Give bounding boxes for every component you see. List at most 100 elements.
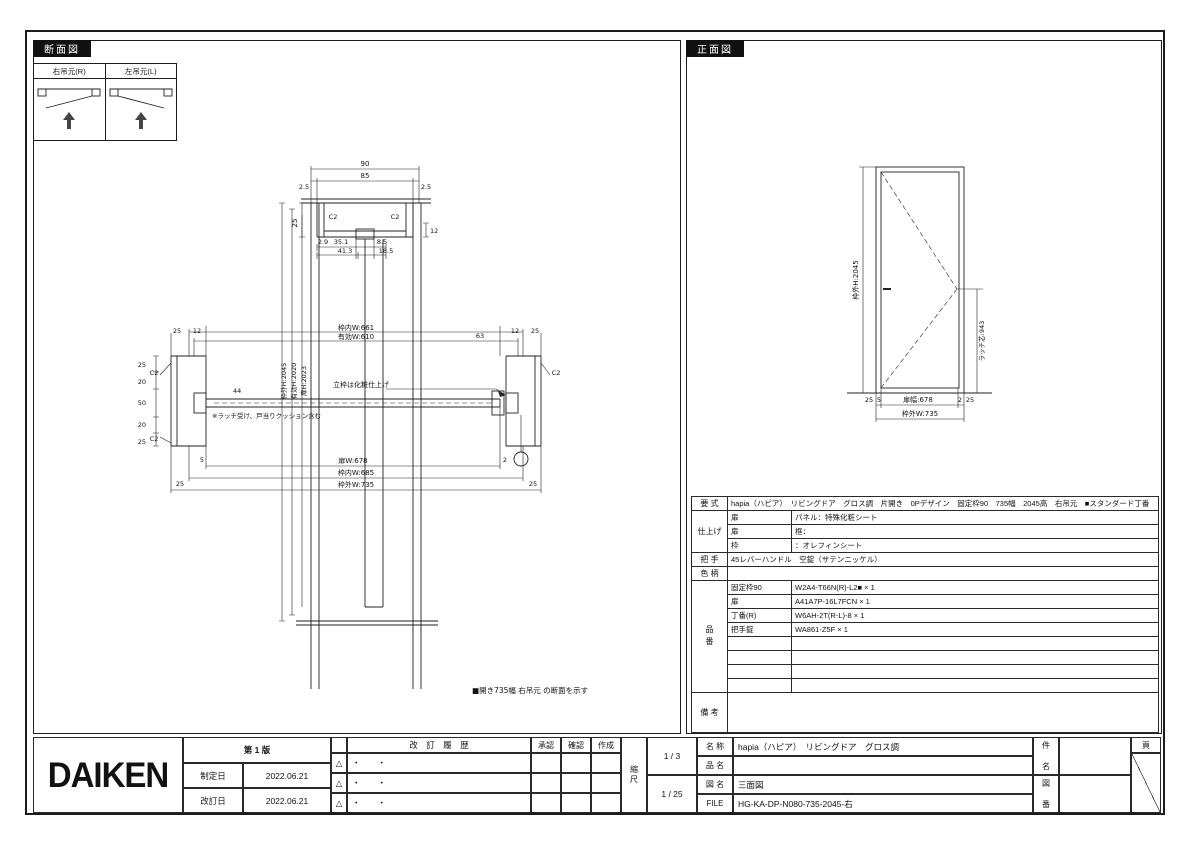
dim-2-5-left: 2.5 (299, 183, 309, 191)
dim-frame-outer-height: 枠外H:2045 (851, 260, 860, 299)
check-header: 確認 (561, 737, 591, 753)
daiken-logo: DAIKEN (47, 754, 170, 795)
hinge-direction-table: 右吊元(R) 左吊元(L) (33, 63, 177, 141)
dim-side-20a: 20 (138, 378, 146, 386)
approve-header: 承認 (531, 737, 561, 753)
spec-label-part-no: 品番 (691, 580, 728, 693)
plan-top-dimension-lines (170, 326, 542, 356)
door-stop-section (355, 228, 375, 240)
dim-25-right: 25 (966, 396, 974, 404)
right-jamb-stop-notch (505, 392, 519, 414)
dim-25-left: 25 (865, 396, 873, 404)
part-row-empty (727, 650, 792, 665)
create-cell-1 (591, 753, 621, 773)
finish-value-2: ：オレフィンシート (791, 538, 1159, 553)
name-value: hapia（ハピア） リビングドア グロス調 (733, 737, 1033, 756)
check-cell-2 (561, 773, 591, 793)
spec-label-type: 要 式 (691, 496, 728, 511)
hinge-right-diagram (37, 88, 101, 129)
enacted-date-value: 2022.06.21 (243, 763, 331, 788)
chamfer-c2-head-right: C2 (391, 213, 400, 221)
dim-18-5: 18.5 (379, 247, 393, 255)
scale-value-1: 1 / 3 (647, 737, 697, 775)
finish-part-1: 扉 (727, 524, 792, 539)
approve-cell-1 (531, 753, 561, 773)
front-view-panel: 枠外H:2045 ラッチ芯:943 25 5 扉幅:678 2 25 枠外W:7… (686, 40, 1162, 734)
latch-callout-circle (513, 451, 529, 467)
frame-note-arrowhead (498, 391, 506, 397)
dim-frame-inner-width-661: 枠内W:661 (338, 323, 374, 332)
check-cell-1 (561, 753, 591, 773)
file-label: FILE (697, 794, 733, 813)
finish-value-1: 框： (791, 524, 1159, 539)
frame-note-leader (386, 388, 505, 395)
dim-side-50: 50 (138, 399, 146, 407)
product-value (733, 756, 1033, 775)
revision-mark-1: △ (331, 753, 347, 773)
dim-effective-width-610: 有効W:610 (338, 332, 374, 341)
door-leaf-plan (206, 398, 501, 408)
drawing-number-value (1059, 775, 1131, 813)
chamfer-c2-head-left: C2 (329, 213, 338, 221)
plan-bottom-dimension-lines (170, 407, 542, 493)
front-dimension-lines (859, 166, 983, 422)
dim-63: 63 (476, 332, 484, 340)
dim-door-height: 扉H:2023 (299, 366, 308, 396)
subject-value (1059, 737, 1131, 775)
logo-cell: DAIKEN (33, 737, 183, 813)
handle-value: 45レバーハンドル 空錠（サテンニッケル） (727, 552, 1159, 567)
drawing-number-label: 図 番 (1033, 775, 1059, 813)
part-code-3: WA861-Z5F × 1 (791, 622, 1159, 637)
create-cell-2 (591, 773, 621, 793)
hinge-left-label: 左吊元(L) (104, 63, 177, 79)
dim-85: 85 (361, 172, 370, 180)
dim-5-gap: 5 (200, 456, 204, 464)
drawing-name-value: 三面図 (733, 775, 1033, 794)
spec-label-remarks: 備 考 (691, 692, 728, 733)
section-view-drawing: 90 2.5 85 2.5 25 12 C2 C2 2.9 35.1 8.5 4… (138, 160, 588, 695)
dim-side-20b: 20 (138, 421, 146, 429)
chamfer-c2-jamb-bottom: C2 (150, 435, 159, 443)
part-row-empty (727, 678, 792, 693)
height-dimension-lines (279, 202, 303, 622)
finish-part-2: 枠 (727, 538, 792, 553)
dim-35-1: 35.1 (334, 238, 348, 246)
create-cell-3 (591, 793, 621, 813)
door-leaf-outline (880, 171, 960, 389)
spec-label-color: 色 柄 (691, 566, 728, 581)
product-label: 品 名 (697, 756, 733, 775)
revised-date-value: 2022.06.21 (243, 788, 331, 813)
color-value (727, 566, 1159, 581)
part-code-2: W6AH-2T(R-L)-8 × 1 (791, 608, 1159, 623)
part-row-empty (727, 664, 792, 679)
chamfer-leaders (159, 362, 551, 444)
part-row-empty (727, 636, 792, 651)
hinge-right-diagram-cell (33, 78, 106, 141)
jamb-plan-profiles (170, 355, 542, 447)
dim-41-3: 41.3 (338, 247, 352, 255)
approve-cell-3 (531, 793, 561, 813)
title-block: DAIKEN 第 1 版 制定日 2022.06.21 改訂日 2022.06.… (33, 737, 1161, 813)
up-arrow-icon (63, 112, 76, 129)
revised-date-label: 改訂日 (183, 788, 243, 813)
front-view-title: 正面図 (686, 40, 744, 57)
dim-25-plan-left: 25 (173, 327, 181, 335)
chamfer-c2-right-jamb: C2 (552, 369, 561, 377)
page-cell-diagonal (1131, 753, 1161, 813)
vertical-section-lines (296, 203, 438, 689)
part-name-1: 扉 (727, 594, 792, 609)
dim-12-plan-left: 12 (193, 327, 201, 335)
section-view-panel: 90 2.5 85 2.5 25 12 C2 C2 2.9 35.1 8.5 4… (33, 40, 681, 734)
revision-entry-2: ・ ・ (347, 773, 531, 793)
note-frame-finish: 立枠は化粧仕上げ (333, 380, 389, 389)
hinge-left-diagram-cell (104, 78, 177, 141)
approve-cell-2 (531, 773, 561, 793)
part-name-0: 固定枠90 (727, 580, 792, 595)
dim-90: 90 (361, 160, 370, 168)
dim-side-25b: 25 (138, 438, 146, 446)
dim-25-plan-right: 25 (531, 327, 539, 335)
dim-25-head: 25 (291, 219, 299, 228)
dim-12-head: 12 (430, 227, 438, 235)
remarks-value (727, 692, 1159, 733)
dim-2-gap: 2 (958, 396, 962, 404)
